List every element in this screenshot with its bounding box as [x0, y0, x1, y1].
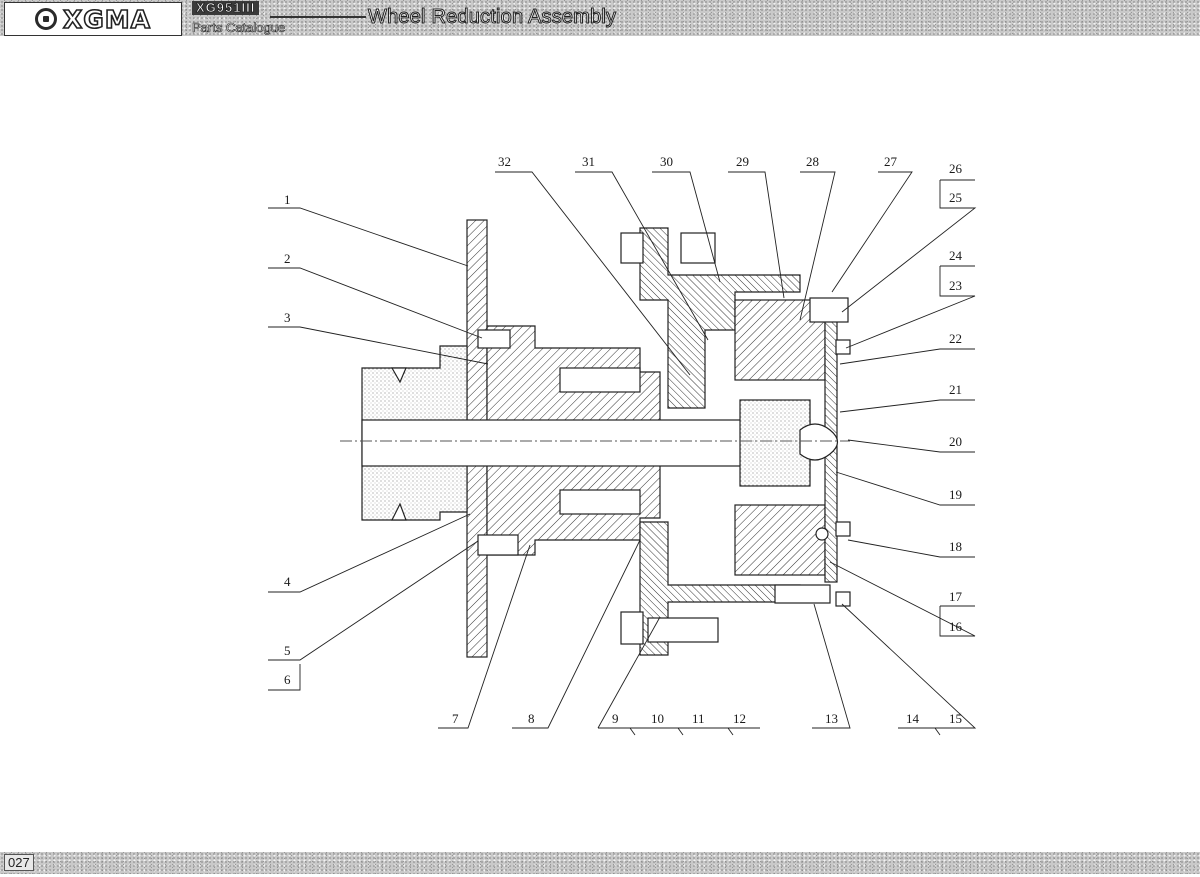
callout-24: 24: [949, 248, 963, 263]
callout-23: 23: [949, 278, 962, 293]
callout-17: 17: [949, 589, 963, 604]
callout-25: 25: [949, 190, 962, 205]
callout-32: 32: [498, 154, 511, 169]
section-view: [361, 219, 851, 658]
callout-13: 13: [825, 711, 838, 726]
callout-26: 26: [949, 161, 963, 176]
callout-5: 5: [284, 643, 291, 658]
header-rule: [270, 16, 366, 18]
callout-12: 12: [733, 711, 746, 726]
callout-6: 6: [284, 672, 291, 687]
brand-logo: XGMA: [4, 2, 182, 36]
page-number: 027: [4, 854, 34, 871]
leader-lines: [268, 171, 977, 736]
callout-labels: 1 2 3 4 5 6 7 8 9 10 11 12 13 14 15 16 1…: [284, 154, 963, 726]
callout-10: 10: [651, 711, 664, 726]
model-code: XG951III: [192, 0, 260, 15]
callout-18: 18: [949, 539, 962, 554]
callout-19: 19: [949, 487, 962, 502]
callout-1: 1: [284, 192, 291, 207]
callout-9: 9: [612, 711, 619, 726]
callout-15: 15: [949, 711, 962, 726]
callout-28: 28: [806, 154, 819, 169]
callout-20: 20: [949, 434, 962, 449]
page-header: XGMA XG951III Parts Catalogue Wheel Redu…: [0, 0, 1200, 38]
callout-3: 3: [284, 310, 291, 325]
catalogue-label: Parts Catalogue: [192, 20, 286, 36]
callout-30: 30: [660, 154, 673, 169]
callout-31: 31: [582, 154, 595, 169]
callout-8: 8: [528, 711, 535, 726]
callout-11: 11: [692, 711, 705, 726]
callout-21: 21: [949, 382, 962, 397]
footer-band: [0, 852, 1200, 874]
callout-14: 14: [906, 711, 920, 726]
callout-4: 4: [284, 574, 291, 589]
page-title: Wheel Reduction Assembly: [367, 6, 617, 29]
logo-mark-icon: [34, 8, 57, 30]
callout-27: 27: [884, 154, 898, 169]
callout-7: 7: [452, 711, 459, 726]
callout-29: 29: [736, 154, 749, 169]
logo-text: XGMA: [62, 4, 152, 35]
callout-2: 2: [284, 251, 291, 266]
callout-16: 16: [949, 619, 963, 634]
callout-22: 22: [949, 331, 962, 346]
